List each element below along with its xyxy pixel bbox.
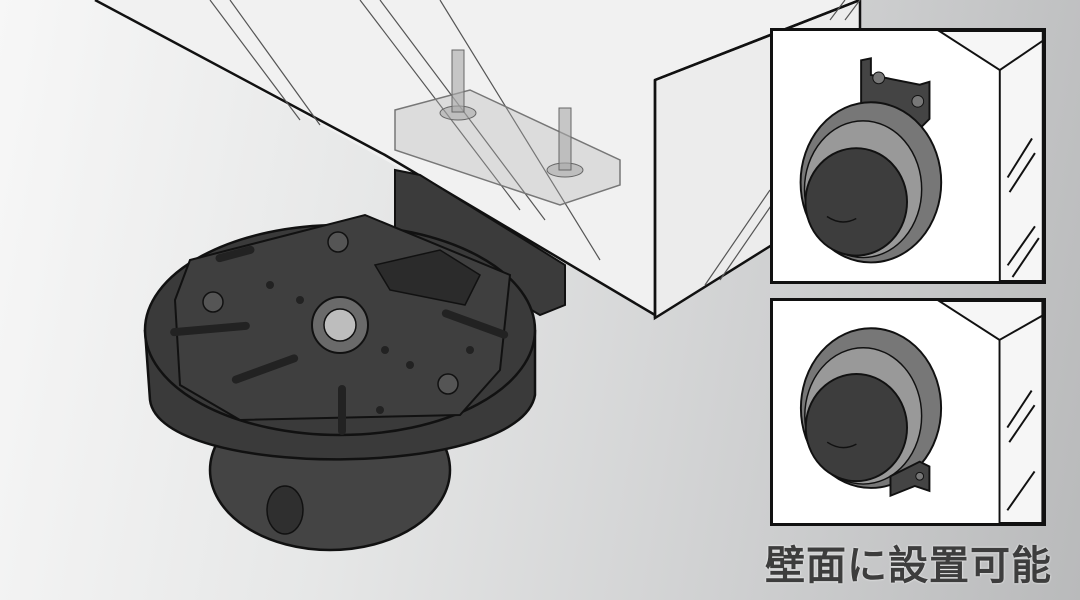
wall-camera-bracket-down-icon bbox=[799, 301, 1043, 523]
camera-housing bbox=[143, 213, 537, 461]
caption-wall-mountable: 壁面に設置可能 bbox=[765, 543, 1052, 589]
inset-wall-mount-top bbox=[770, 28, 1046, 284]
glass-hatch-lines bbox=[209, 0, 861, 286]
inset-wall-mount-bottom bbox=[770, 298, 1046, 526]
translucent-bracket bbox=[394, 49, 621, 206]
wall-camera-bracket-up-icon bbox=[799, 31, 1043, 281]
